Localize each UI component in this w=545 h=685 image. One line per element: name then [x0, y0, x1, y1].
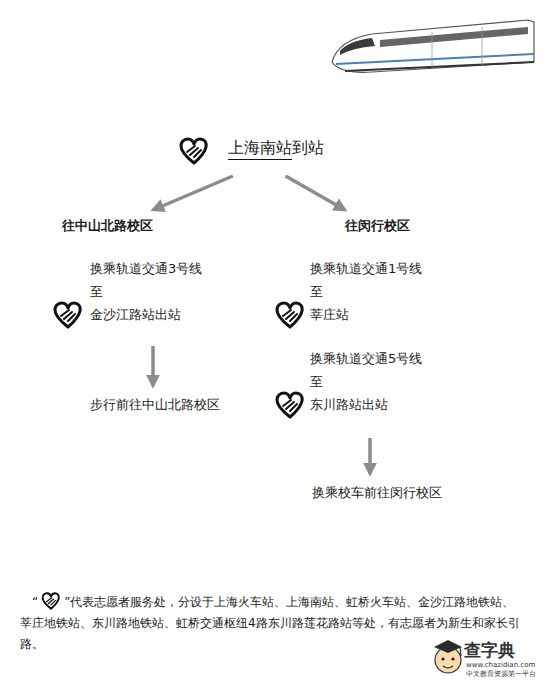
watermark-text: 中文教育资源第一平台 — [466, 670, 536, 679]
volunteer-heart — [277, 303, 302, 327]
flow-arrow — [286, 176, 345, 210]
flow-arrow — [151, 346, 155, 386]
flow-step: 换乘校车前往闵行校区 — [312, 481, 442, 504]
step-text: 换乘校车前往闵行校区 — [312, 481, 442, 504]
flow-step: 步行前往中山北路校区 — [90, 393, 220, 416]
footnote-text: “ — [32, 595, 38, 609]
flow-arrow — [368, 438, 372, 474]
flow-step: 换乘轨道交通1号线 至 莘庄站 — [310, 257, 460, 326]
flow-step: 换乘轨道交通5号线 至 东川路站出站 — [310, 347, 460, 416]
watermark-text: www.chazidian.com — [466, 661, 535, 670]
footnote-text: ”代表志愿者服务处，分设于上海火车站、上海南站、虹桥火车站、金沙江路地铁站、莘庄… — [20, 595, 520, 651]
step-text: 换乘轨道交通1号线 至 莘庄站 — [310, 257, 460, 326]
volunteer-heart — [277, 393, 302, 417]
volunteer-heart — [41, 592, 61, 610]
flow-step: 往闵行校区 — [345, 215, 410, 237]
step-text: 换乘轨道交通3号线 至 金沙江路站出站 — [90, 257, 240, 326]
watermark-logo — [434, 640, 462, 673]
step-text: 步行前往中山北路校区 — [90, 393, 220, 416]
train-illustration — [332, 20, 534, 72]
step-text: 上海南站到站 — [228, 138, 324, 158]
flow-step: 换乘轨道交通3号线 至 金沙江路站出站 — [90, 257, 240, 326]
step-text: 往中山北路校区 — [62, 215, 153, 237]
text-underline — [228, 159, 292, 160]
flow-step: 往中山北路校区 — [62, 215, 153, 237]
step-text: 往闵行校区 — [345, 215, 410, 237]
watermark-text: 查字典 — [464, 640, 515, 660]
volunteer-heart — [55, 303, 80, 327]
volunteer-heart — [181, 139, 206, 163]
flow-step: 上海南站到站 — [228, 138, 324, 158]
footnote: “”代表志愿者服务处，分设于上海火车站、上海南站、虹桥火车站、金沙江路地铁站、莘… — [20, 592, 525, 655]
flow-arrow — [153, 176, 233, 210]
step-text: 换乘轨道交通5号线 至 东川路站出站 — [310, 347, 460, 416]
